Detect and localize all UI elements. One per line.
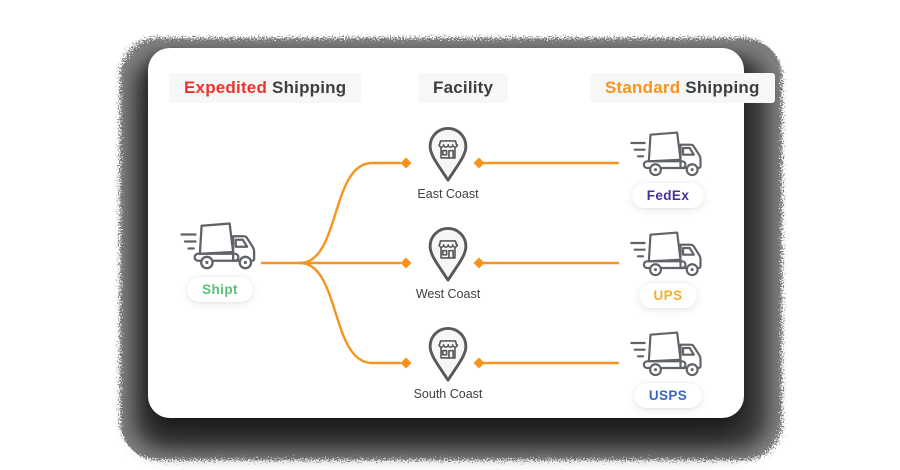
facility-header-text: Facility (433, 78, 494, 97)
delivery-truck-icon (630, 131, 702, 177)
fedex-label: FedEx (646, 188, 690, 203)
map-pin-store-icon (428, 226, 468, 282)
fedex-badge: FedEx (631, 183, 705, 208)
diagram-card: Expedited Shipping Facility Standard Shi… (148, 48, 775, 418)
shipt-badge: Shipt (187, 277, 253, 302)
source-shipt-block: Shipt (176, 218, 264, 302)
delivery-truck-icon (180, 222, 256, 270)
facility-label: West Coast (415, 287, 481, 301)
facility-header: Facility (418, 73, 509, 103)
carrier-fedex-block: FedEx (622, 128, 714, 208)
carrier-ups-block: UPS (622, 228, 714, 308)
facility-south-coast: South Coast (403, 326, 493, 401)
connector-lines (260, 157, 620, 369)
usps-badge: USPS (633, 383, 703, 408)
delivery-truck-icon (630, 331, 702, 377)
facility-east-coast: East Coast (403, 126, 493, 201)
delivery-truck-icon (630, 231, 702, 277)
ups-label: UPS (653, 288, 683, 303)
ups-badge: UPS (638, 283, 698, 308)
standard-highlight-text: Standard (605, 78, 681, 97)
facility-label: East Coast (417, 187, 479, 201)
standard-rest-text: Shipping (685, 78, 760, 97)
facility-west-coast: West Coast (403, 226, 493, 301)
shipt-label: Shipt (202, 282, 238, 297)
standard-shipping-header: Standard Shipping (590, 73, 775, 103)
usps-label: USPS (648, 388, 688, 403)
facility-label: South Coast (413, 387, 483, 401)
expedited-highlight-text: Expedited (184, 78, 268, 97)
carrier-usps-block: USPS (622, 328, 714, 408)
map-pin-store-icon (428, 126, 468, 182)
map-pin-store-icon (428, 326, 468, 382)
expedited-rest-text: Shipping (272, 78, 347, 97)
expedited-shipping-header: Expedited Shipping (169, 73, 362, 103)
